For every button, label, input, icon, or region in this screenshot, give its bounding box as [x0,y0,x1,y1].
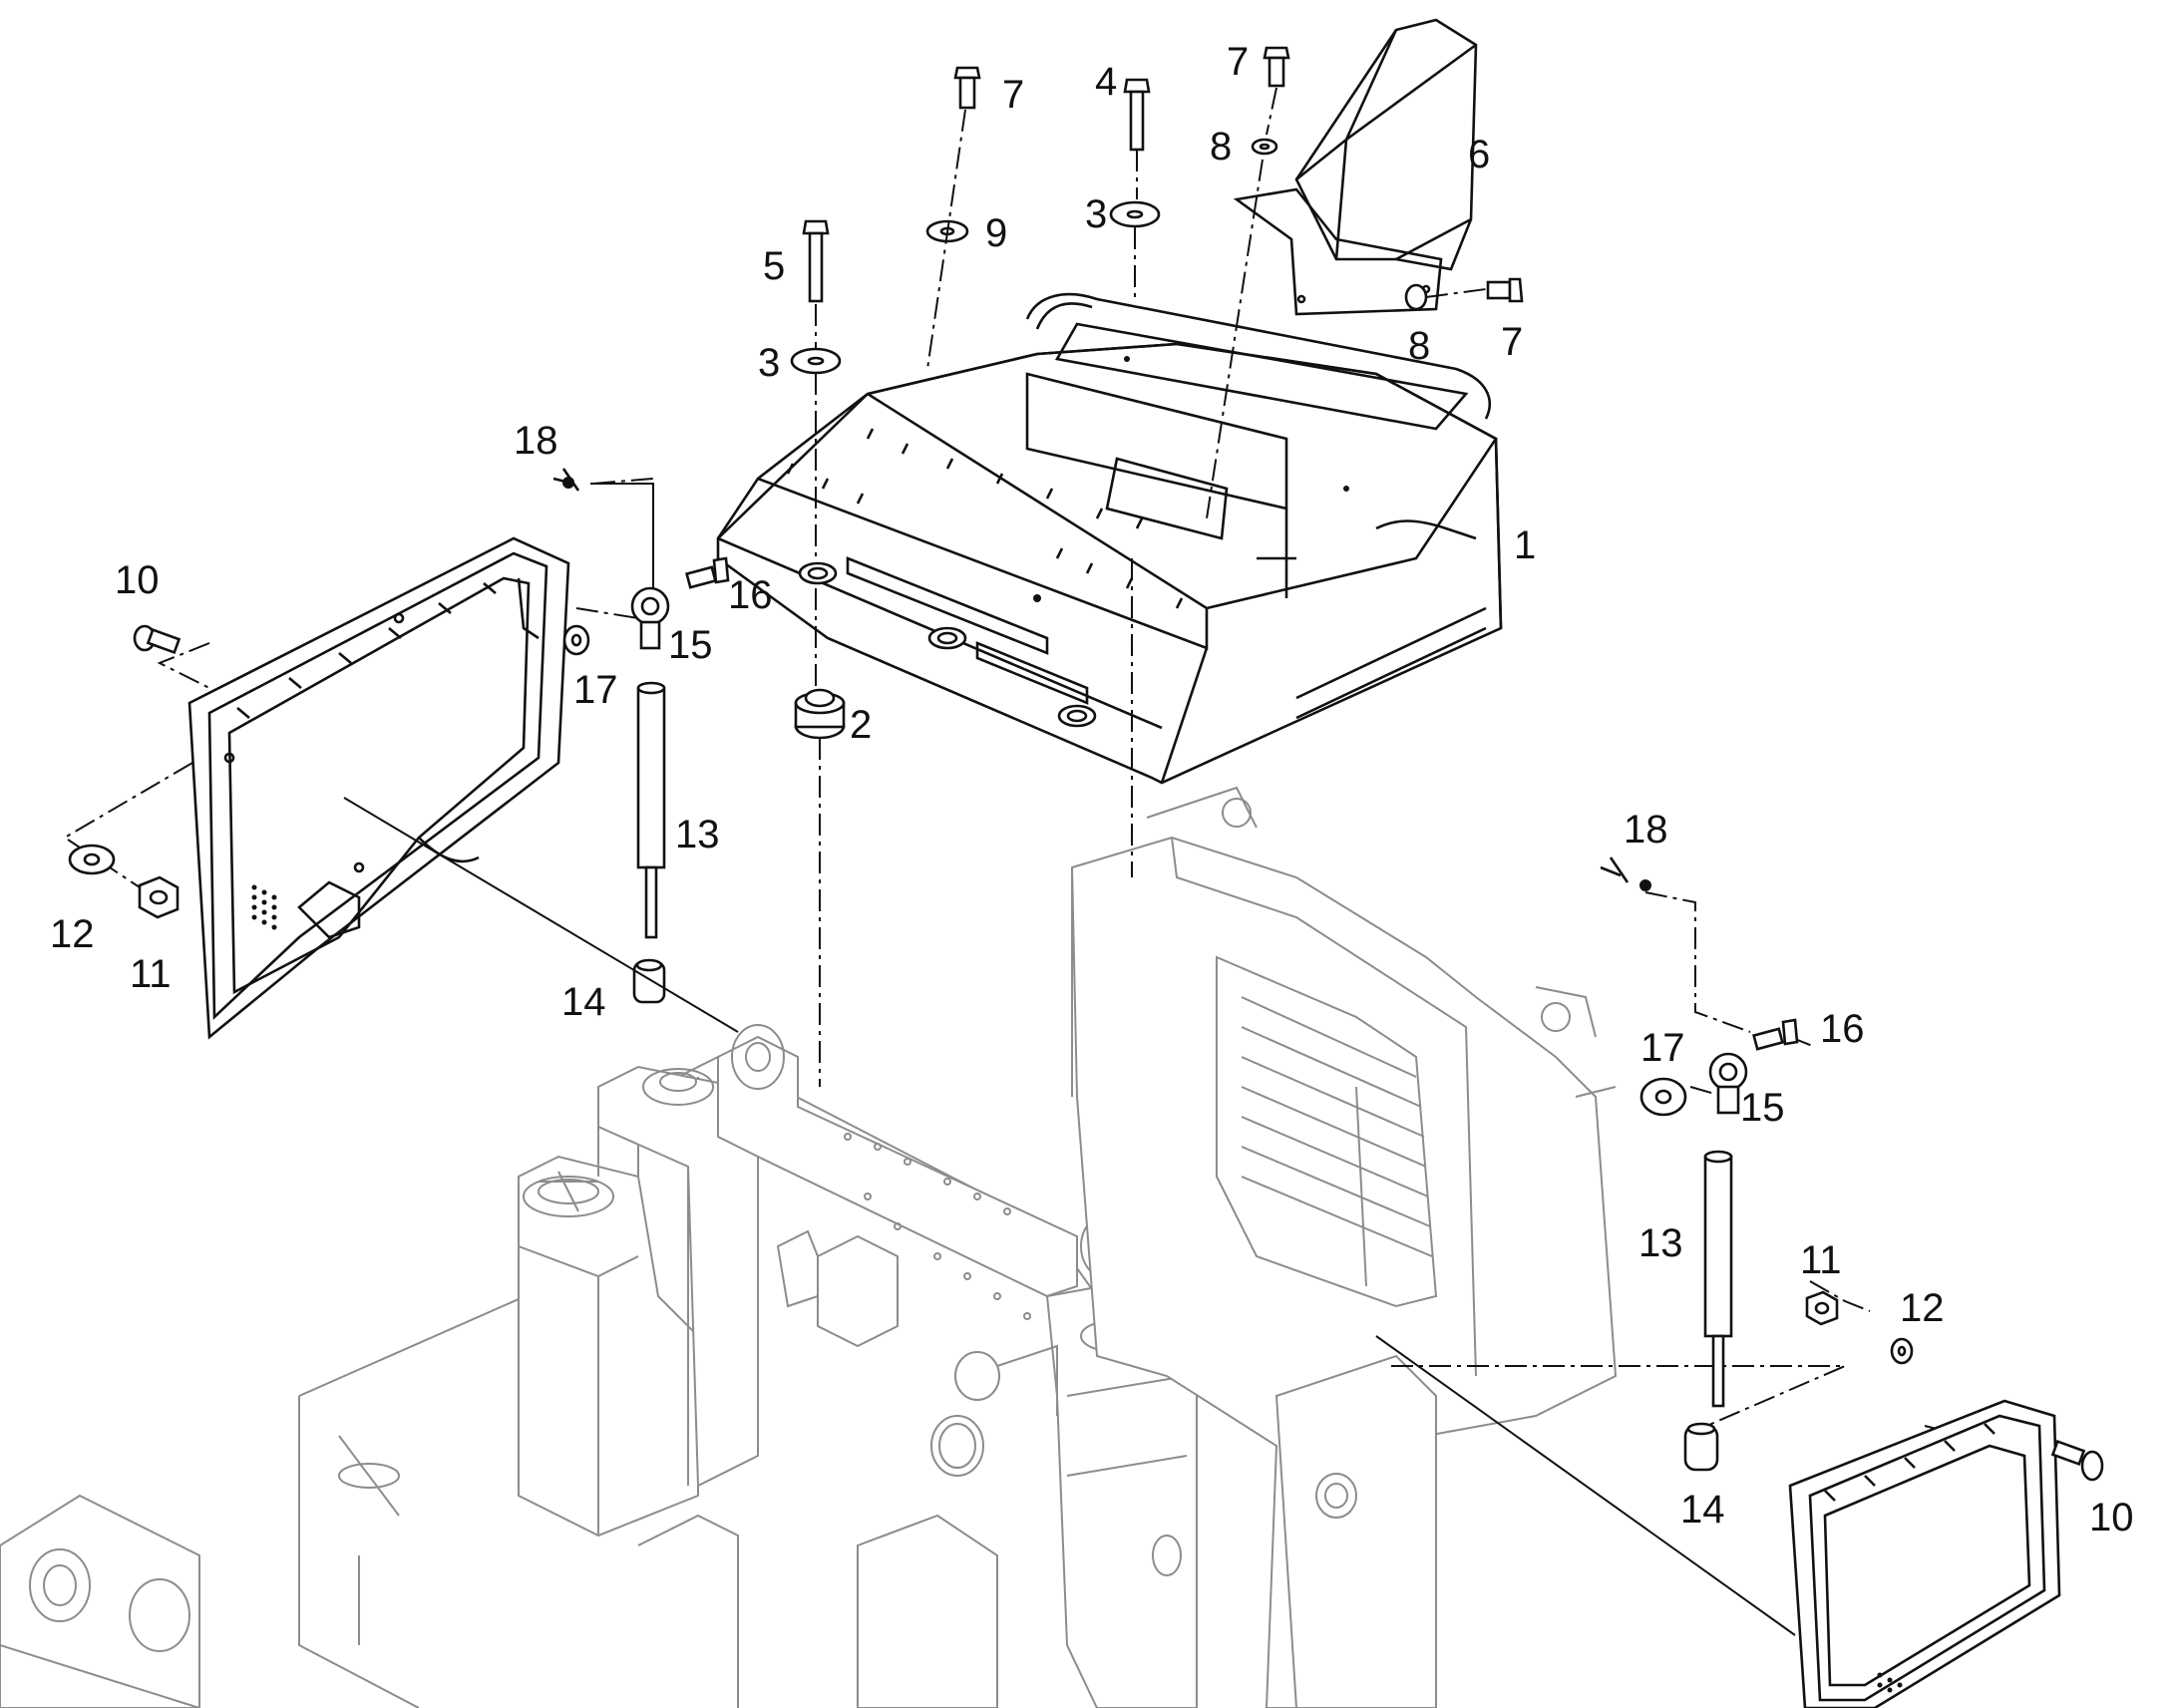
callout-3: 3 [1085,192,1107,236]
left-panel-fasteners [68,624,739,1033]
callout-10: 10 [115,558,160,602]
callout-7: 7 [1002,73,1024,117]
right-panel-fasteners [1375,1290,2104,1636]
right-gas-spring [1600,856,1799,1472]
left-side-panel [187,536,570,1040]
callout-9: 9 [985,211,1007,255]
callout-12: 12 [50,912,95,956]
callout-8: 8 [1210,125,1232,169]
callout-16: 16 [1820,1007,1865,1051]
callout-2: 2 [850,703,872,747]
callout-5: 5 [763,244,785,288]
callout-6: 6 [1468,133,1490,176]
callout-14: 14 [561,980,606,1024]
callout-16: 16 [728,573,773,617]
callout-17: 17 [573,668,618,712]
callout-3: 3 [758,341,780,385]
callout-12: 12 [1900,1286,1945,1330]
callout-15: 15 [1740,1086,1785,1130]
callout-1: 1 [1514,523,1536,567]
left-gas-spring [552,468,730,1004]
part-deflector [1233,18,1478,316]
callout-4: 4 [1095,60,1117,104]
callout-13: 13 [1638,1221,1683,1265]
callout-11: 11 [1800,1238,1842,1282]
callout-7: 7 [1501,320,1523,364]
callout-15: 15 [668,623,713,667]
right-side-panel [1788,1399,2061,1708]
callout-18: 18 [514,419,558,463]
callout-18: 18 [1624,808,1668,852]
callout-13: 13 [675,813,720,856]
callout-10: 10 [2089,1496,2134,1539]
callout-11: 11 [130,952,172,996]
part-hood-cover [716,292,1503,785]
callout-7: 7 [1227,40,1249,84]
callout-8: 8 [1408,324,1430,368]
callout-14: 14 [1680,1488,1725,1532]
machine-chassis-background [0,786,1618,1708]
callout-17: 17 [1640,1026,1685,1070]
part-callouts: 1 2 3 3 4 5 6 7 7 7 8 8 9 10 10 11 11 12… [50,40,2134,1539]
